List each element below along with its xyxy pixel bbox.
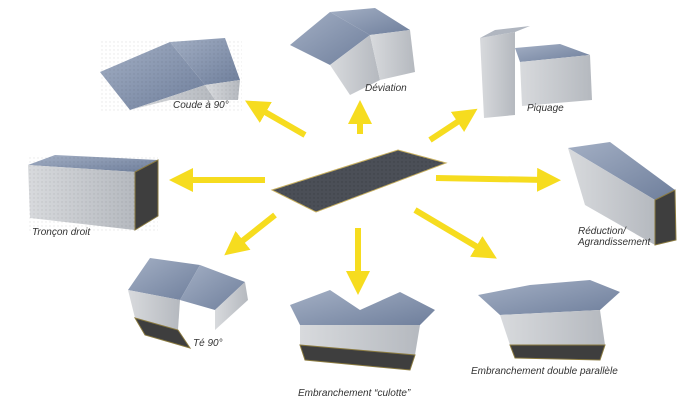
arrow-piquage xyxy=(428,108,478,143)
label-coude: Coude à 90° xyxy=(173,100,229,111)
arrow-reduction xyxy=(435,167,561,192)
arrow-coude xyxy=(244,100,307,138)
duct-double xyxy=(478,280,620,361)
duct-reduction xyxy=(568,142,677,246)
label-agrandissement: Agrandissement xyxy=(578,237,651,248)
duct-te xyxy=(128,258,248,349)
label-double: Embranchement double parallèle xyxy=(471,366,618,377)
duct-deviation xyxy=(290,8,415,95)
duct-coude xyxy=(100,38,242,112)
flat-panel xyxy=(270,149,448,213)
label-piquage: Piquage xyxy=(527,103,564,114)
label-reduction: Réduction/ xyxy=(578,226,626,237)
arrows xyxy=(169,100,561,295)
arrow-te xyxy=(224,212,277,256)
label-troncon: Tronçon droit xyxy=(32,227,91,238)
duct-culotte xyxy=(290,290,435,371)
duct-piquage xyxy=(480,26,592,118)
label-culotte: Embranchement “culotte” xyxy=(298,388,411,399)
label-te: Té 90° xyxy=(193,338,223,349)
duct-troncon xyxy=(28,155,159,231)
label-deviation: Déviation xyxy=(365,83,407,94)
arrow-double xyxy=(413,207,497,259)
